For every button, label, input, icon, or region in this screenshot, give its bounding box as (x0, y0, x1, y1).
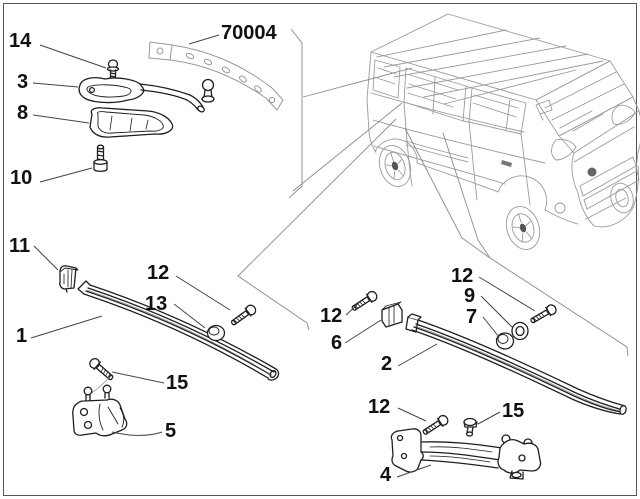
part-2-lower-rail (405, 313, 627, 415)
callout-4: 4 (380, 464, 392, 486)
van-front-wheel (505, 206, 541, 250)
callout-7: 7 (466, 306, 477, 328)
locator-line-pillar (292, 102, 403, 192)
callout-14: 14 (9, 30, 32, 52)
locator-line-roof-rail (302, 67, 413, 98)
callout-leader-lines (30, 34, 536, 478)
callout-9: 9 (464, 285, 475, 307)
callout-1: 1 (16, 325, 27, 347)
part-4-support-bracket (390, 428, 542, 480)
part-12-bolt-left (228, 302, 259, 329)
van-sliding-door-edge (468, 121, 478, 201)
van-far-wheel (610, 182, 634, 214)
locator-line-sill-b (442, 132, 491, 259)
divider-bracket (288, 28, 303, 199)
table-number-label: 70004 (221, 22, 277, 44)
callout-5: 5 (165, 420, 176, 442)
van-door-handle (501, 160, 512, 167)
locator-line-sill-a (404, 127, 491, 259)
part-12-bolt-mid (349, 289, 380, 314)
part-3-upper-guide-arm (78, 77, 215, 113)
van-rear-wheel (378, 145, 412, 187)
part-1-centre-rail (77, 280, 280, 381)
part-13-plug (206, 324, 226, 342)
van-headlight-right (611, 104, 636, 125)
van-door-rail-track (405, 140, 469, 163)
callout-8: 8 (17, 102, 28, 124)
part-6-clip (381, 301, 403, 328)
part-12-bolt-lower-right (420, 413, 451, 438)
border-frame (3, 3, 637, 496)
callout-6: 6 (331, 332, 342, 354)
callout-labels: 70004 14 3 8 10 11 1 12 13 15 5 12 6 2 1… (9, 22, 524, 486)
callout-12-upper-right: 12 (451, 265, 473, 287)
callout-12-left: 12 (147, 262, 169, 284)
part-7-plug (495, 332, 515, 350)
callout-15-right: 15 (502, 400, 524, 422)
van-headlight-left (551, 138, 577, 161)
part-8-cover-plate (89, 107, 174, 138)
callout-12-lower-right: 12 (368, 396, 390, 418)
part-12-bolt-upper-right (528, 302, 559, 327)
callout-12-mid: 12 (320, 305, 342, 327)
callout-11: 11 (9, 235, 30, 257)
part-10-bolt (93, 144, 108, 172)
part-70004-upper-track (148, 41, 284, 111)
part-15-screw-left (87, 356, 116, 383)
locator-line-centre-rail (237, 118, 397, 331)
vehicle-locator-lines (237, 28, 629, 357)
van-badge (587, 167, 597, 177)
part-9-washer (511, 321, 529, 341)
van-grille (579, 156, 640, 210)
part-5-hinge-bracket (72, 384, 128, 437)
vehicle-illustration (366, 13, 640, 250)
callout-15-left: 15 (166, 372, 188, 394)
part-15-screw-right (463, 417, 478, 437)
van-mirror (535, 99, 553, 121)
callout-2: 2 (381, 353, 392, 375)
callout-3: 3 (17, 71, 28, 93)
locator-line-lower-rail (489, 257, 629, 357)
part-11-clip (59, 265, 79, 293)
callout-13: 13 (145, 293, 167, 315)
callout-10: 10 (10, 167, 32, 189)
